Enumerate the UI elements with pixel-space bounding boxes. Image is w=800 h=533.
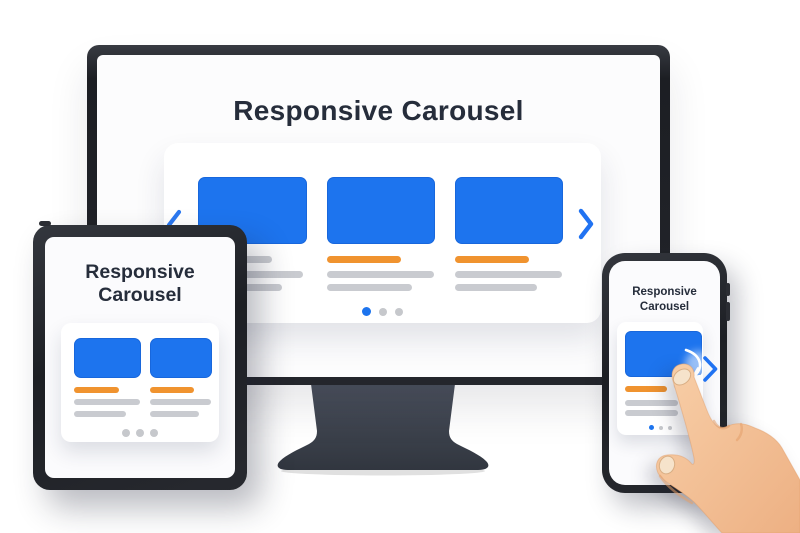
carousel-slide — [74, 338, 141, 433]
index-fingernail — [672, 368, 692, 386]
slide-heading-bar — [74, 387, 119, 393]
carousel-slide — [150, 338, 212, 433]
slide-text-line — [74, 399, 140, 405]
carousel-dot[interactable] — [395, 307, 403, 316]
middle-fingernail — [658, 455, 676, 475]
tablet-device: Responsive Carousel — [33, 221, 247, 490]
carousel-dot[interactable] — [379, 307, 387, 316]
carousel-slide — [326, 177, 435, 291]
phone-title-line2: Carousel — [639, 300, 690, 313]
carousel-slide — [455, 177, 563, 291]
tablet-carousel — [61, 323, 219, 442]
phone-title-line1: Responsive — [632, 286, 697, 298]
slide-image — [150, 338, 212, 378]
slide-image — [326, 177, 435, 244]
phone-next-icon[interactable] — [703, 356, 718, 382]
swipe-gesture — [684, 348, 718, 382]
carousel-next-icon[interactable] — [577, 208, 595, 240]
slide-heading-bar — [455, 256, 529, 263]
phone-slide-text-line — [625, 410, 678, 416]
desktop-carousel-dots[interactable] — [164, 307, 601, 316]
phone-carousel-dots[interactable] — [617, 425, 703, 430]
slide-text-line — [455, 271, 562, 278]
phone-title: Responsive Carousel — [609, 285, 720, 314]
slide-text-line — [150, 399, 211, 405]
slide-text-line — [326, 284, 412, 291]
phone-slide-text-line — [625, 400, 678, 406]
slide-image — [74, 338, 141, 378]
slide-text-line — [74, 411, 126, 417]
tablet-title-line2: Carousel — [98, 284, 182, 306]
stand-body — [277, 384, 489, 470]
slide-text-line — [150, 411, 199, 417]
carousel-dot[interactable] — [658, 425, 663, 430]
desktop-title: Responsive Carousel — [233, 95, 524, 126]
tablet-title-line1: Responsive — [85, 261, 195, 283]
hand-silhouette — [655, 363, 800, 533]
slide-heading-bar — [326, 256, 401, 263]
carousel-dot[interactable] — [136, 429, 144, 437]
hand-creases — [658, 419, 744, 505]
slide-text-line — [326, 271, 434, 278]
carousel-dot[interactable] — [150, 429, 158, 437]
tablet-power-button — [39, 221, 51, 226]
phone-slide-heading-bar — [625, 386, 667, 392]
monitor-stand — [277, 384, 489, 476]
phone-power-button — [726, 302, 730, 321]
slide-image — [455, 177, 563, 244]
carousel-dot[interactable] — [122, 429, 130, 437]
tablet-screen: Responsive Carousel — [45, 237, 235, 478]
carousel-dot[interactable] — [667, 425, 672, 430]
pointing-hand — [655, 363, 800, 533]
carousel-dot-active[interactable] — [362, 307, 371, 316]
tablet-carousel-dots[interactable] — [61, 429, 219, 437]
slide-text-line — [455, 284, 537, 291]
slide-heading-bar — [150, 387, 194, 393]
slide-text-line — [198, 271, 303, 278]
carousel-dot-active[interactable] — [648, 425, 654, 430]
phone-volume-button — [726, 283, 730, 296]
tablet-title: Responsive Carousel — [45, 261, 235, 307]
